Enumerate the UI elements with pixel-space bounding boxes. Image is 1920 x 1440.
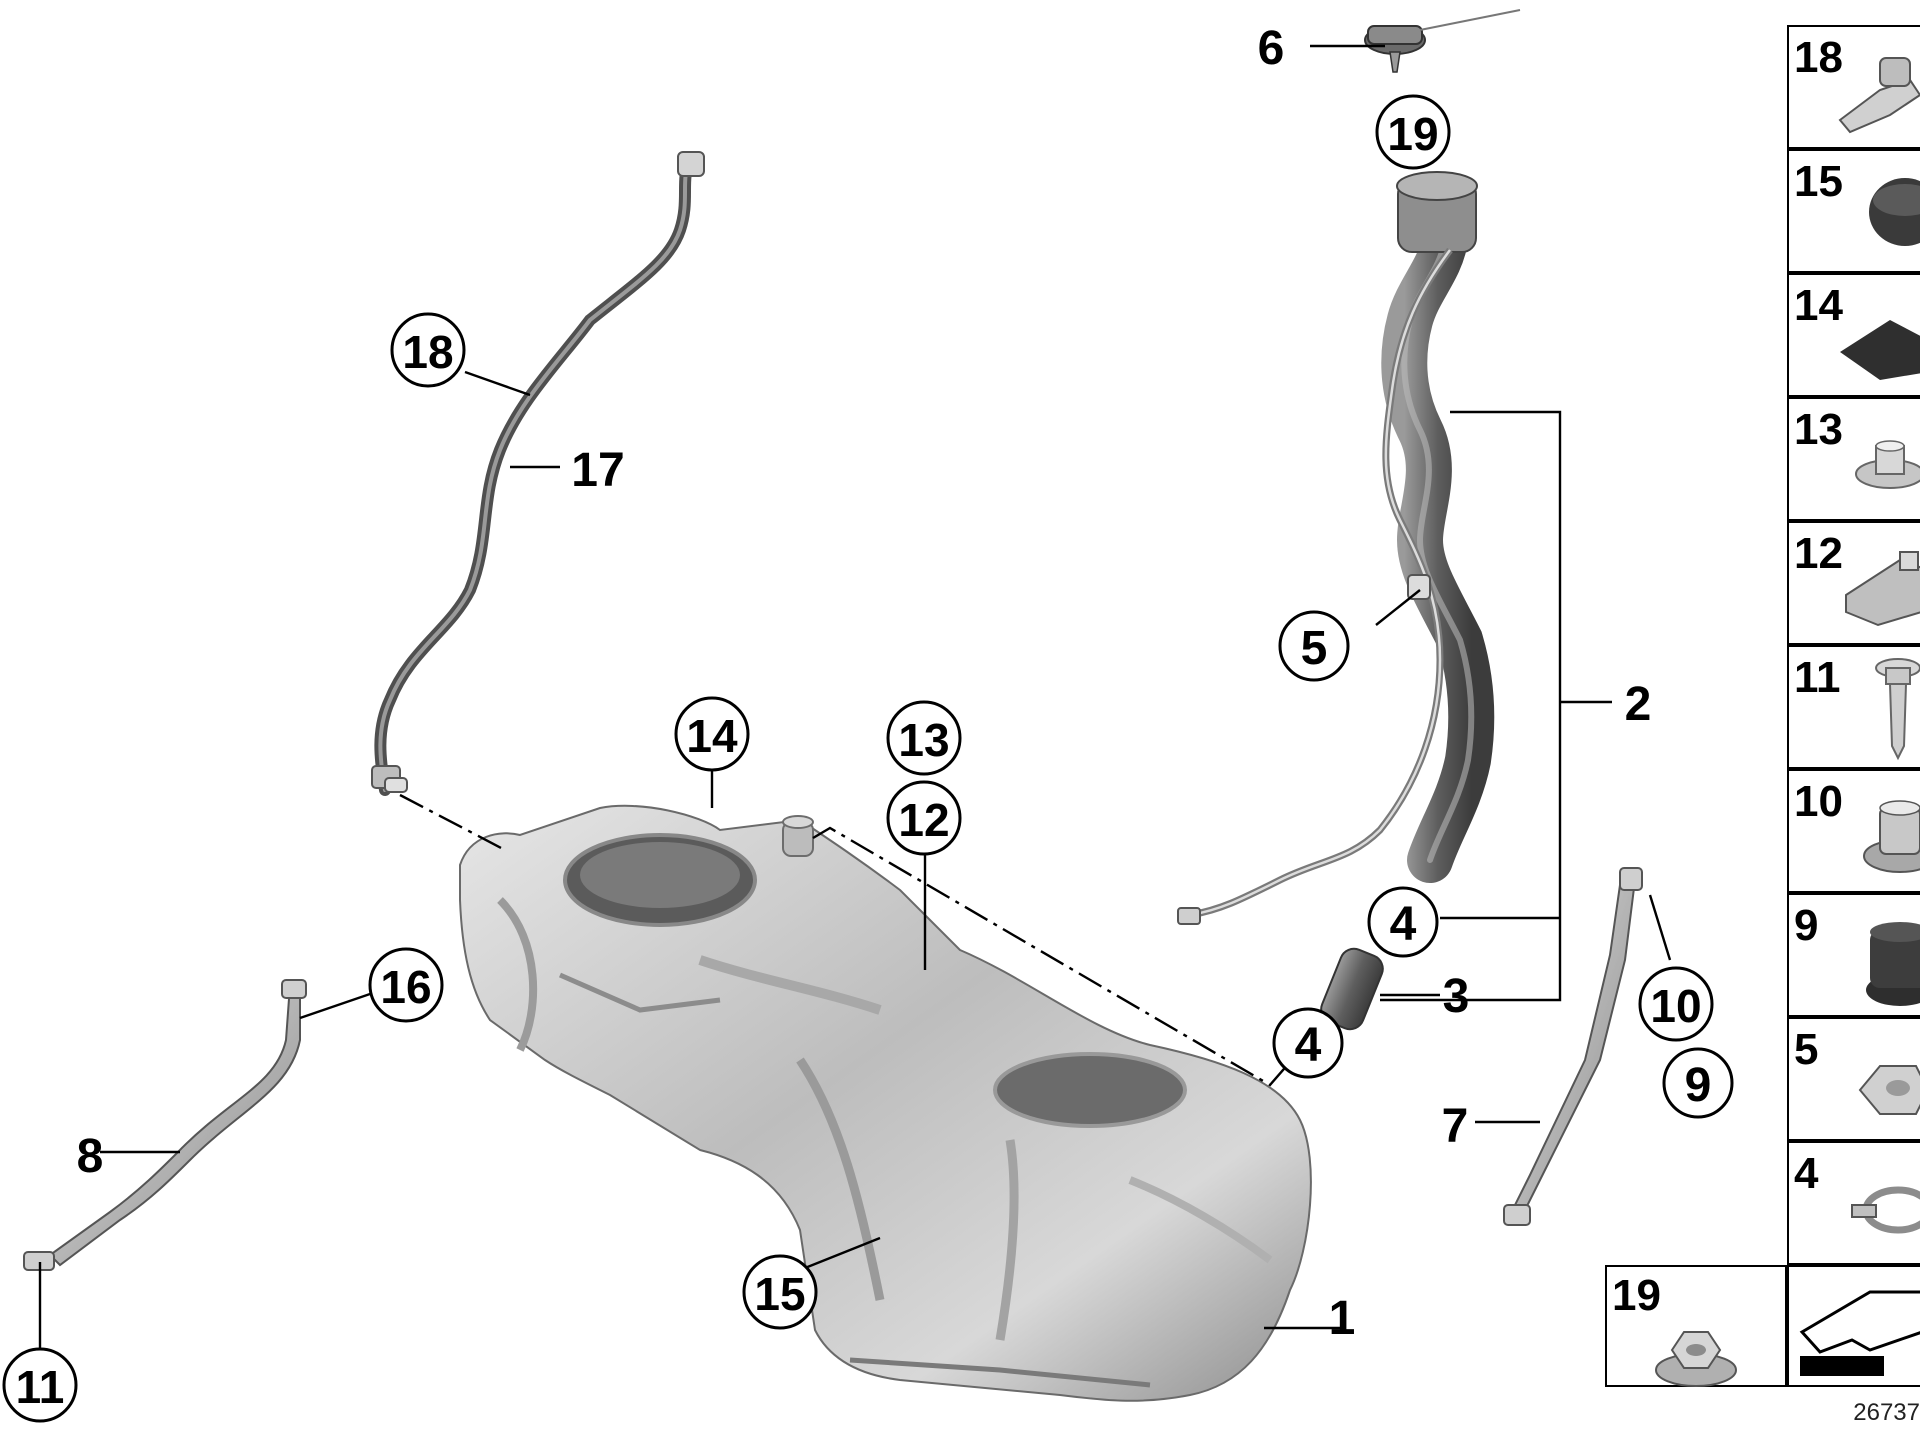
callout-10: 10 xyxy=(1638,966,1714,1042)
parts-panel: 18 15 14 13 xyxy=(1605,25,1920,1387)
flange-nut-icon xyxy=(1855,440,1920,489)
vent-hose xyxy=(371,151,705,796)
callout-6: 6 xyxy=(1258,22,1285,75)
callout-text: 3 xyxy=(1443,970,1470,1023)
panel-label: 11 xyxy=(1794,653,1841,702)
callout-9: 9 xyxy=(1662,1047,1734,1119)
callout-15: 15 xyxy=(742,1254,818,1330)
collar-nut-icon xyxy=(1655,1331,1737,1387)
direction-arrow-icon xyxy=(1799,1290,1920,1376)
rubber-grommet-icon xyxy=(1866,922,1920,1006)
callout-17: 17 xyxy=(571,444,624,497)
hose-clip-icon xyxy=(1838,57,1920,134)
callout-text: 2 xyxy=(1625,678,1652,731)
callout-text: 6 xyxy=(1258,22,1285,75)
filler-pipe xyxy=(1177,171,1495,925)
hose-clamp-icon xyxy=(1851,1186,1920,1234)
panel-cell: 11 xyxy=(1787,645,1920,769)
panel-cell: 15 xyxy=(1787,149,1920,273)
mounting-bracket xyxy=(23,979,307,1271)
callout-text: 4 xyxy=(1295,1019,1322,1072)
panel-label: 14 xyxy=(1794,281,1843,330)
panel-label: 13 xyxy=(1794,405,1843,454)
fuel-tank xyxy=(459,804,1312,1402)
callout-text: 17 xyxy=(571,444,624,497)
panel-cell: 18 xyxy=(1787,25,1920,149)
callout-text: 9 xyxy=(1685,1059,1712,1112)
bolt-icon xyxy=(1875,658,1920,761)
callout-text: 13 xyxy=(898,714,949,766)
callout-2: 2 xyxy=(1625,678,1652,731)
clip-bracket-icon xyxy=(1845,551,1920,627)
callout-18: 18 xyxy=(390,312,466,388)
panel-cell: 12 xyxy=(1787,521,1920,645)
callout-text: 14 xyxy=(686,710,738,762)
callout-text: 12 xyxy=(898,794,949,846)
callout-12: 12 xyxy=(886,780,962,856)
callout-text: 11 xyxy=(16,1361,65,1413)
hex-nut-icon xyxy=(1858,1065,1920,1115)
panel-cell: 19 xyxy=(1605,1265,1787,1387)
callout-14: 14 xyxy=(674,696,750,772)
tank-strap xyxy=(1503,867,1643,1226)
panel-label: 15 xyxy=(1794,157,1843,206)
callout-3: 3 xyxy=(1443,970,1470,1023)
callout-text: 5 xyxy=(1301,622,1328,675)
callout-13: 13 xyxy=(886,700,962,776)
panel-label: 10 xyxy=(1794,777,1843,826)
document-number: 26737 xyxy=(1853,1399,1920,1426)
panel-cell: 5 xyxy=(1787,1017,1920,1141)
panel-cell: 13 xyxy=(1787,397,1920,521)
panel-cell: 9 xyxy=(1787,893,1920,1017)
callout-4a: 4 xyxy=(1367,886,1439,958)
callout-text: 8 xyxy=(77,1130,104,1183)
callout-text: 10 xyxy=(1650,980,1701,1032)
callout-7: 7 xyxy=(1442,1100,1469,1153)
panel-label: 5 xyxy=(1794,1025,1818,1074)
callout-11: 11 xyxy=(2,1347,78,1423)
callout-text: 4 xyxy=(1390,898,1417,951)
grommet-nut-icon xyxy=(1863,800,1920,873)
panel-cell: 10 xyxy=(1787,769,1920,893)
callout-8: 8 xyxy=(77,1130,104,1183)
panel-label: 18 xyxy=(1794,33,1843,82)
panel-label: 19 xyxy=(1612,1271,1661,1320)
callout-5: 5 xyxy=(1278,610,1350,682)
leader-lines xyxy=(38,44,1672,1350)
panel-label: 9 xyxy=(1794,901,1818,950)
callout-text: 16 xyxy=(380,961,431,1013)
callout-19: 19 xyxy=(1375,94,1451,170)
callout-16: 16 xyxy=(368,947,444,1023)
callout-text: 7 xyxy=(1442,1100,1469,1153)
callout-4b: 4 xyxy=(1272,1007,1344,1079)
panel-cell: 4 xyxy=(1787,1141,1920,1265)
panel-label: 4 xyxy=(1794,1149,1819,1198)
panel-cell xyxy=(1787,1265,1920,1387)
callout-text: 19 xyxy=(1387,108,1438,160)
foam-pad-icon xyxy=(1840,320,1920,380)
rubber-plug-icon xyxy=(1869,178,1920,246)
callout-text: 1 xyxy=(1329,1292,1356,1345)
callout-1: 1 xyxy=(1329,1292,1356,1345)
panel-label: 12 xyxy=(1794,529,1843,578)
fuel-cap xyxy=(1364,9,1521,73)
callout-text: 18 xyxy=(402,326,453,378)
panel-cell: 14 xyxy=(1787,273,1920,397)
callout-text: 15 xyxy=(754,1268,805,1320)
